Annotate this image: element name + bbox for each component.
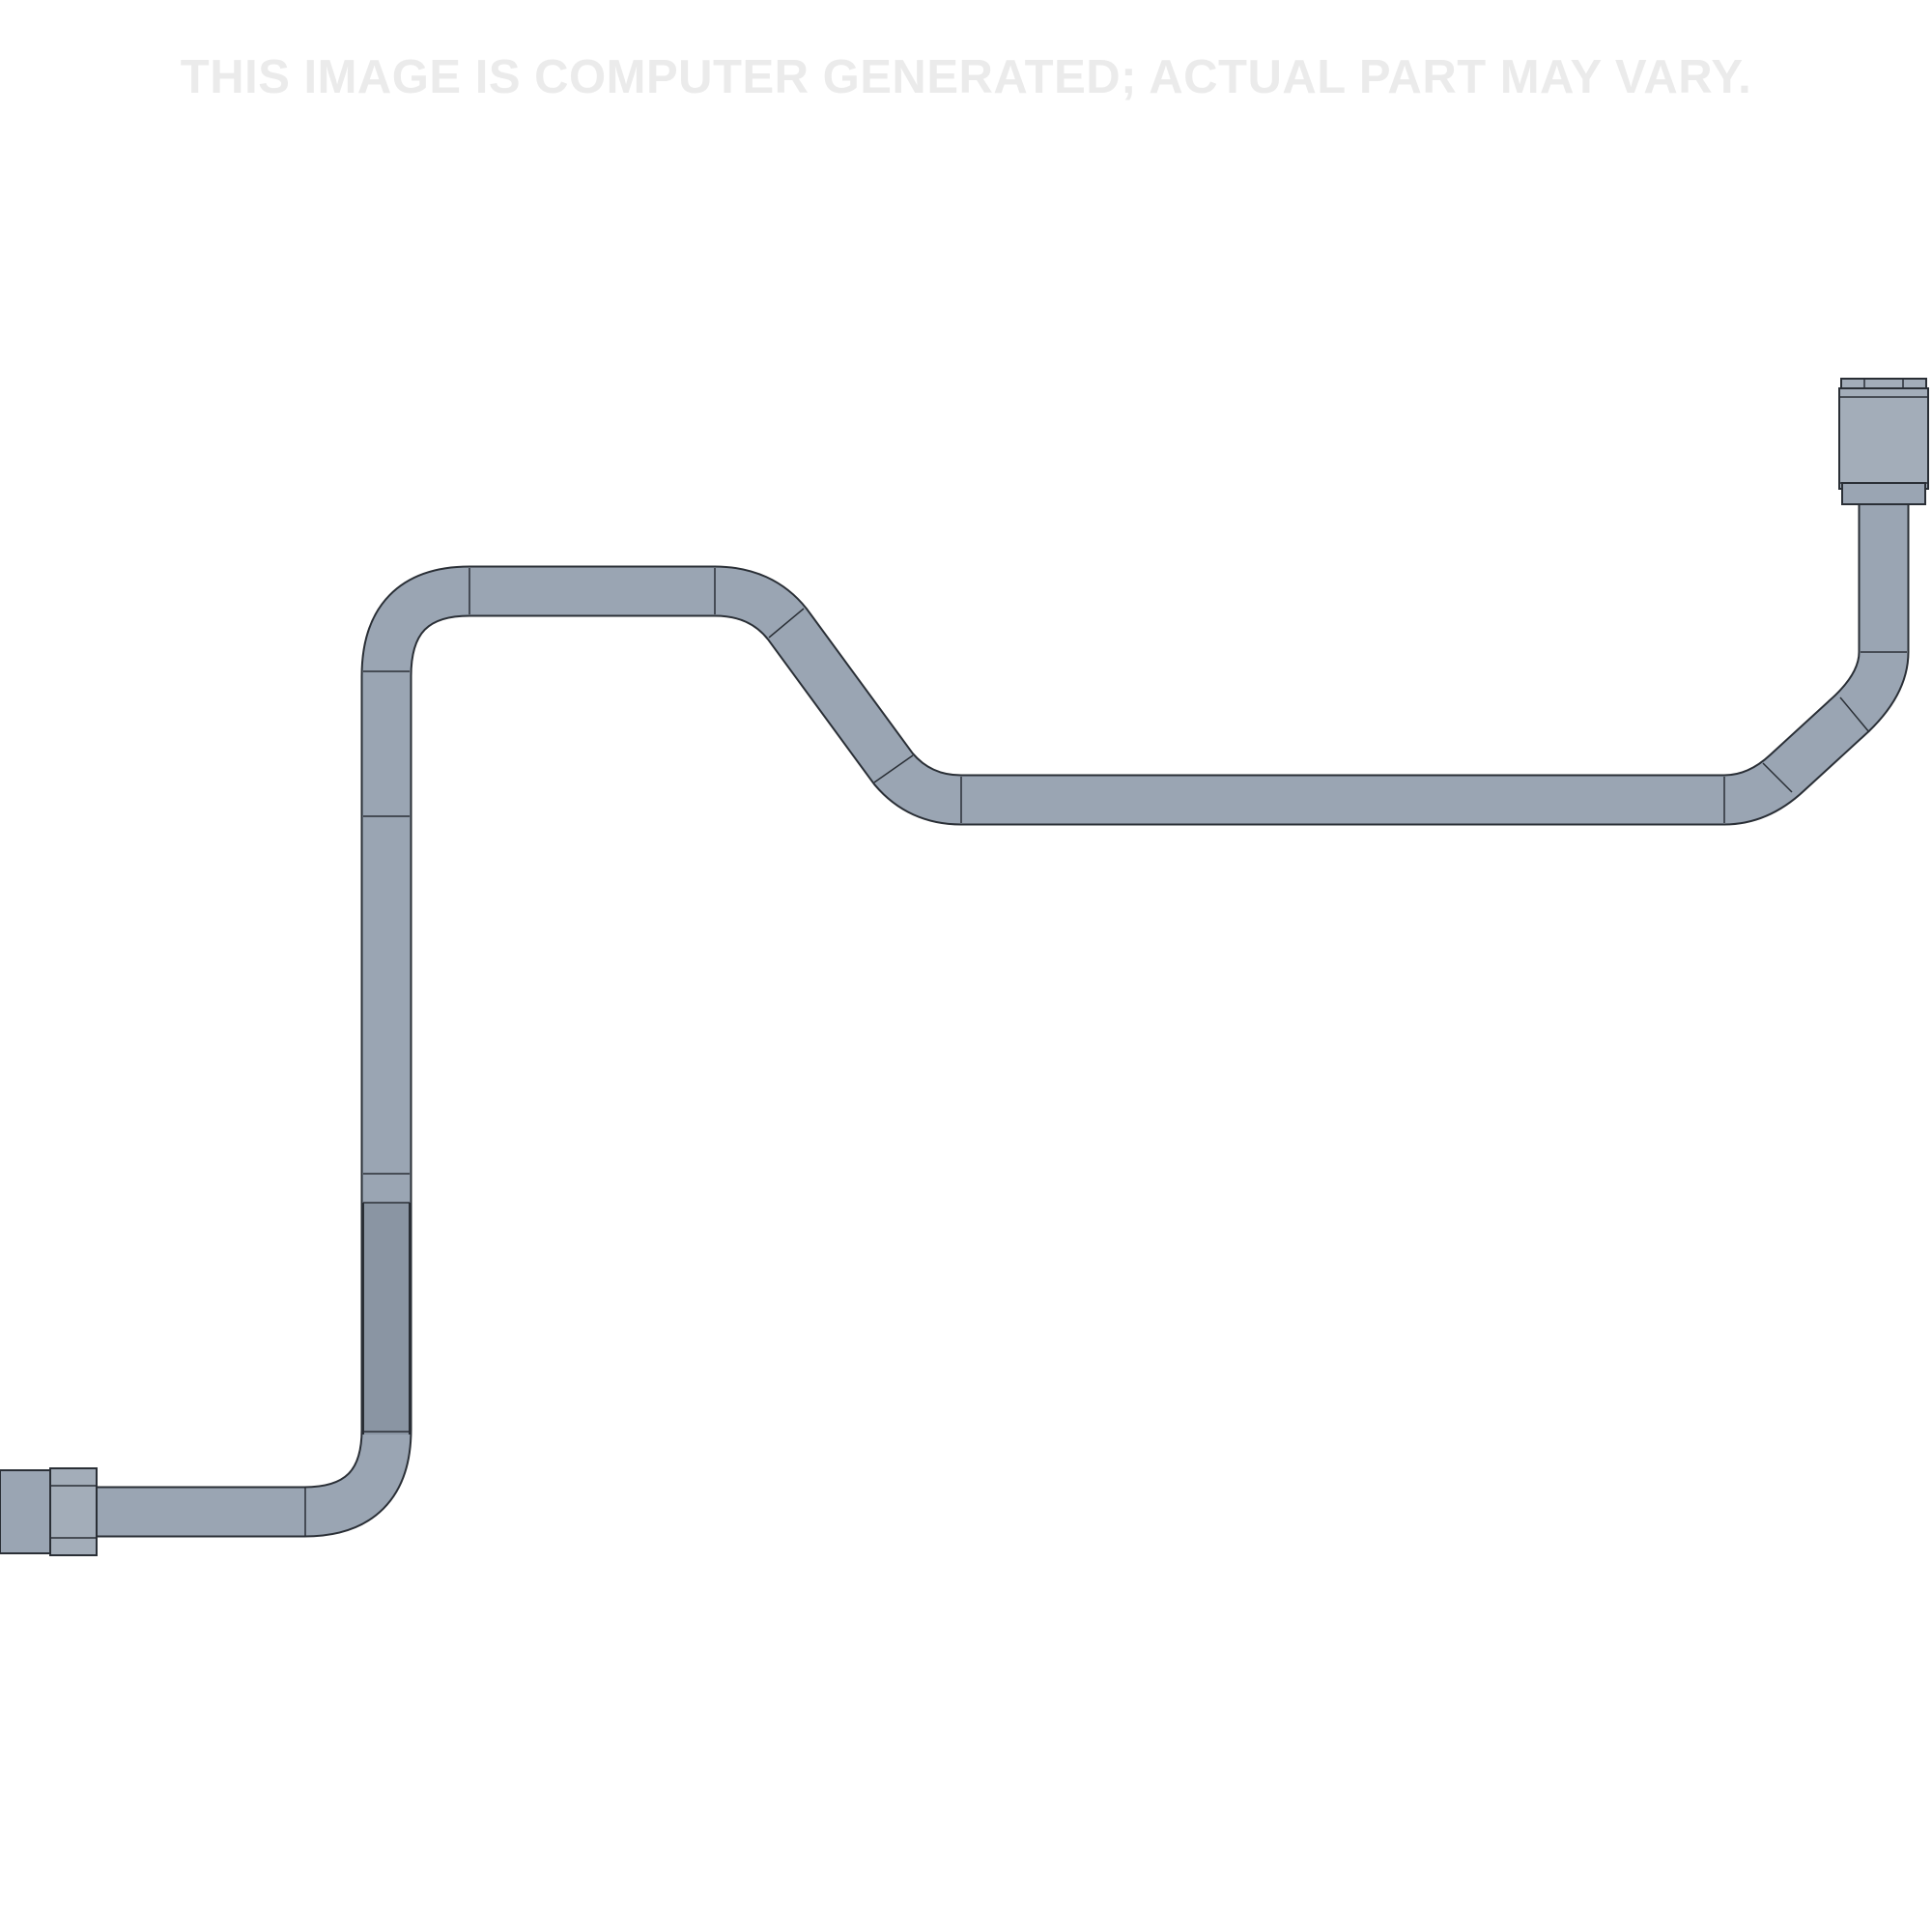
disclaimer-text: THIS IMAGE IS COMPUTER GENERATED; ACTUAL… — [180, 51, 1752, 103]
tube-fill — [0, 493, 1908, 1536]
right-end-fitting — [1838, 378, 1929, 505]
tube-sleeve — [363, 1203, 410, 1435]
right-ferrule — [1841, 482, 1926, 505]
tube-seams — [304, 568, 1907, 1536]
left-tube-stub — [0, 1469, 54, 1554]
left-hex-nut — [49, 1467, 98, 1556]
left-end-fitting — [0, 1467, 98, 1556]
right-fitting-cap — [1840, 378, 1927, 389]
tube-outline — [0, 493, 1910, 1538]
right-hex-nut — [1838, 387, 1929, 490]
tube-body — [0, 493, 1910, 1538]
